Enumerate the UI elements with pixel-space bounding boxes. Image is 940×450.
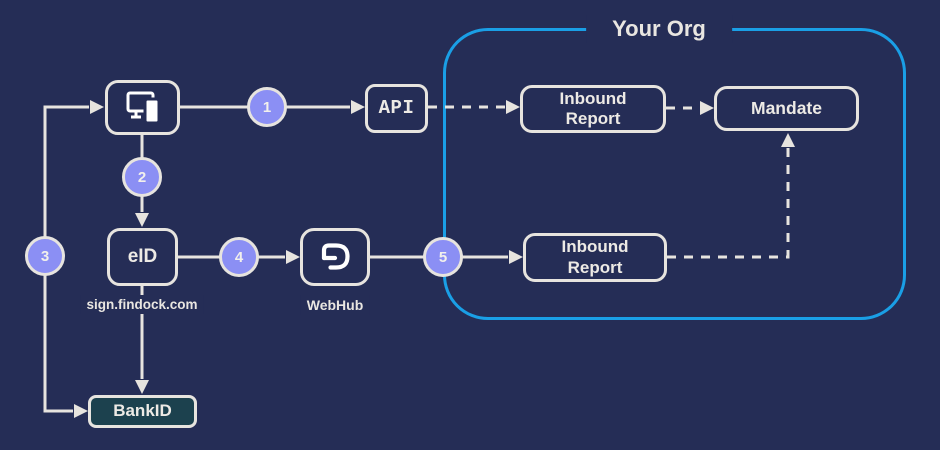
eid-label: eID	[127, 245, 158, 267]
arrowhead-into-bankid-left	[74, 404, 88, 418]
findock-logo-icon	[321, 243, 350, 270]
arrowhead-into-mandate-left	[700, 101, 714, 115]
arrowhead-into-devices	[90, 100, 104, 114]
arrowhead-into-eid	[135, 213, 149, 227]
devices-node	[105, 80, 180, 135]
arrowhead-into-inbound-bottom	[509, 250, 523, 264]
inbound-report-bottom-label: Inbound Report	[561, 237, 629, 277]
connector-inbound-to-mandate-up-dashed	[667, 148, 790, 259]
inbound-report-top-node: Inbound Report	[520, 85, 666, 133]
mandate-node: Mandate	[714, 86, 859, 131]
arrowhead-into-api	[351, 100, 365, 114]
your-org-title: Your Org	[586, 15, 732, 43]
desktop-mobile-icon	[126, 91, 160, 124]
api-node: API	[365, 84, 428, 133]
webhub-node	[300, 228, 370, 286]
step-4-number: 4	[234, 248, 244, 266]
step-2-number: 2	[137, 168, 147, 186]
bankid-label: BankID	[113, 401, 172, 421]
step-circle-5: 5	[423, 237, 463, 277]
step-3-number: 3	[40, 247, 50, 265]
step-5-number: 5	[438, 248, 448, 266]
step-circle-3: 3	[25, 236, 65, 276]
arrowhead-into-bankid-top	[135, 380, 149, 394]
arrowhead-into-mandate-bottom	[781, 133, 795, 147]
your-org-container: Your Org	[443, 15, 906, 320]
webhub-caption: WebHub	[300, 295, 370, 315]
eid-caption: sign.findock.com	[80, 295, 204, 314]
bankid-node: BankID	[88, 395, 197, 428]
mandate-label: Mandate	[751, 98, 822, 119]
inbound-report-bottom-node: Inbound Report	[523, 233, 667, 282]
arrowhead-into-webhub	[286, 250, 300, 264]
step-circle-1: 1	[247, 87, 287, 127]
api-label: API	[378, 97, 415, 120]
arrowhead-into-inbound-top	[506, 100, 520, 114]
step-1-number: 1	[262, 98, 272, 116]
eid-node: eID	[107, 228, 178, 286]
step-circle-4: 4	[219, 237, 259, 277]
step-circle-2: 2	[122, 157, 162, 197]
inbound-report-top-label: Inbound Report	[559, 88, 627, 128]
